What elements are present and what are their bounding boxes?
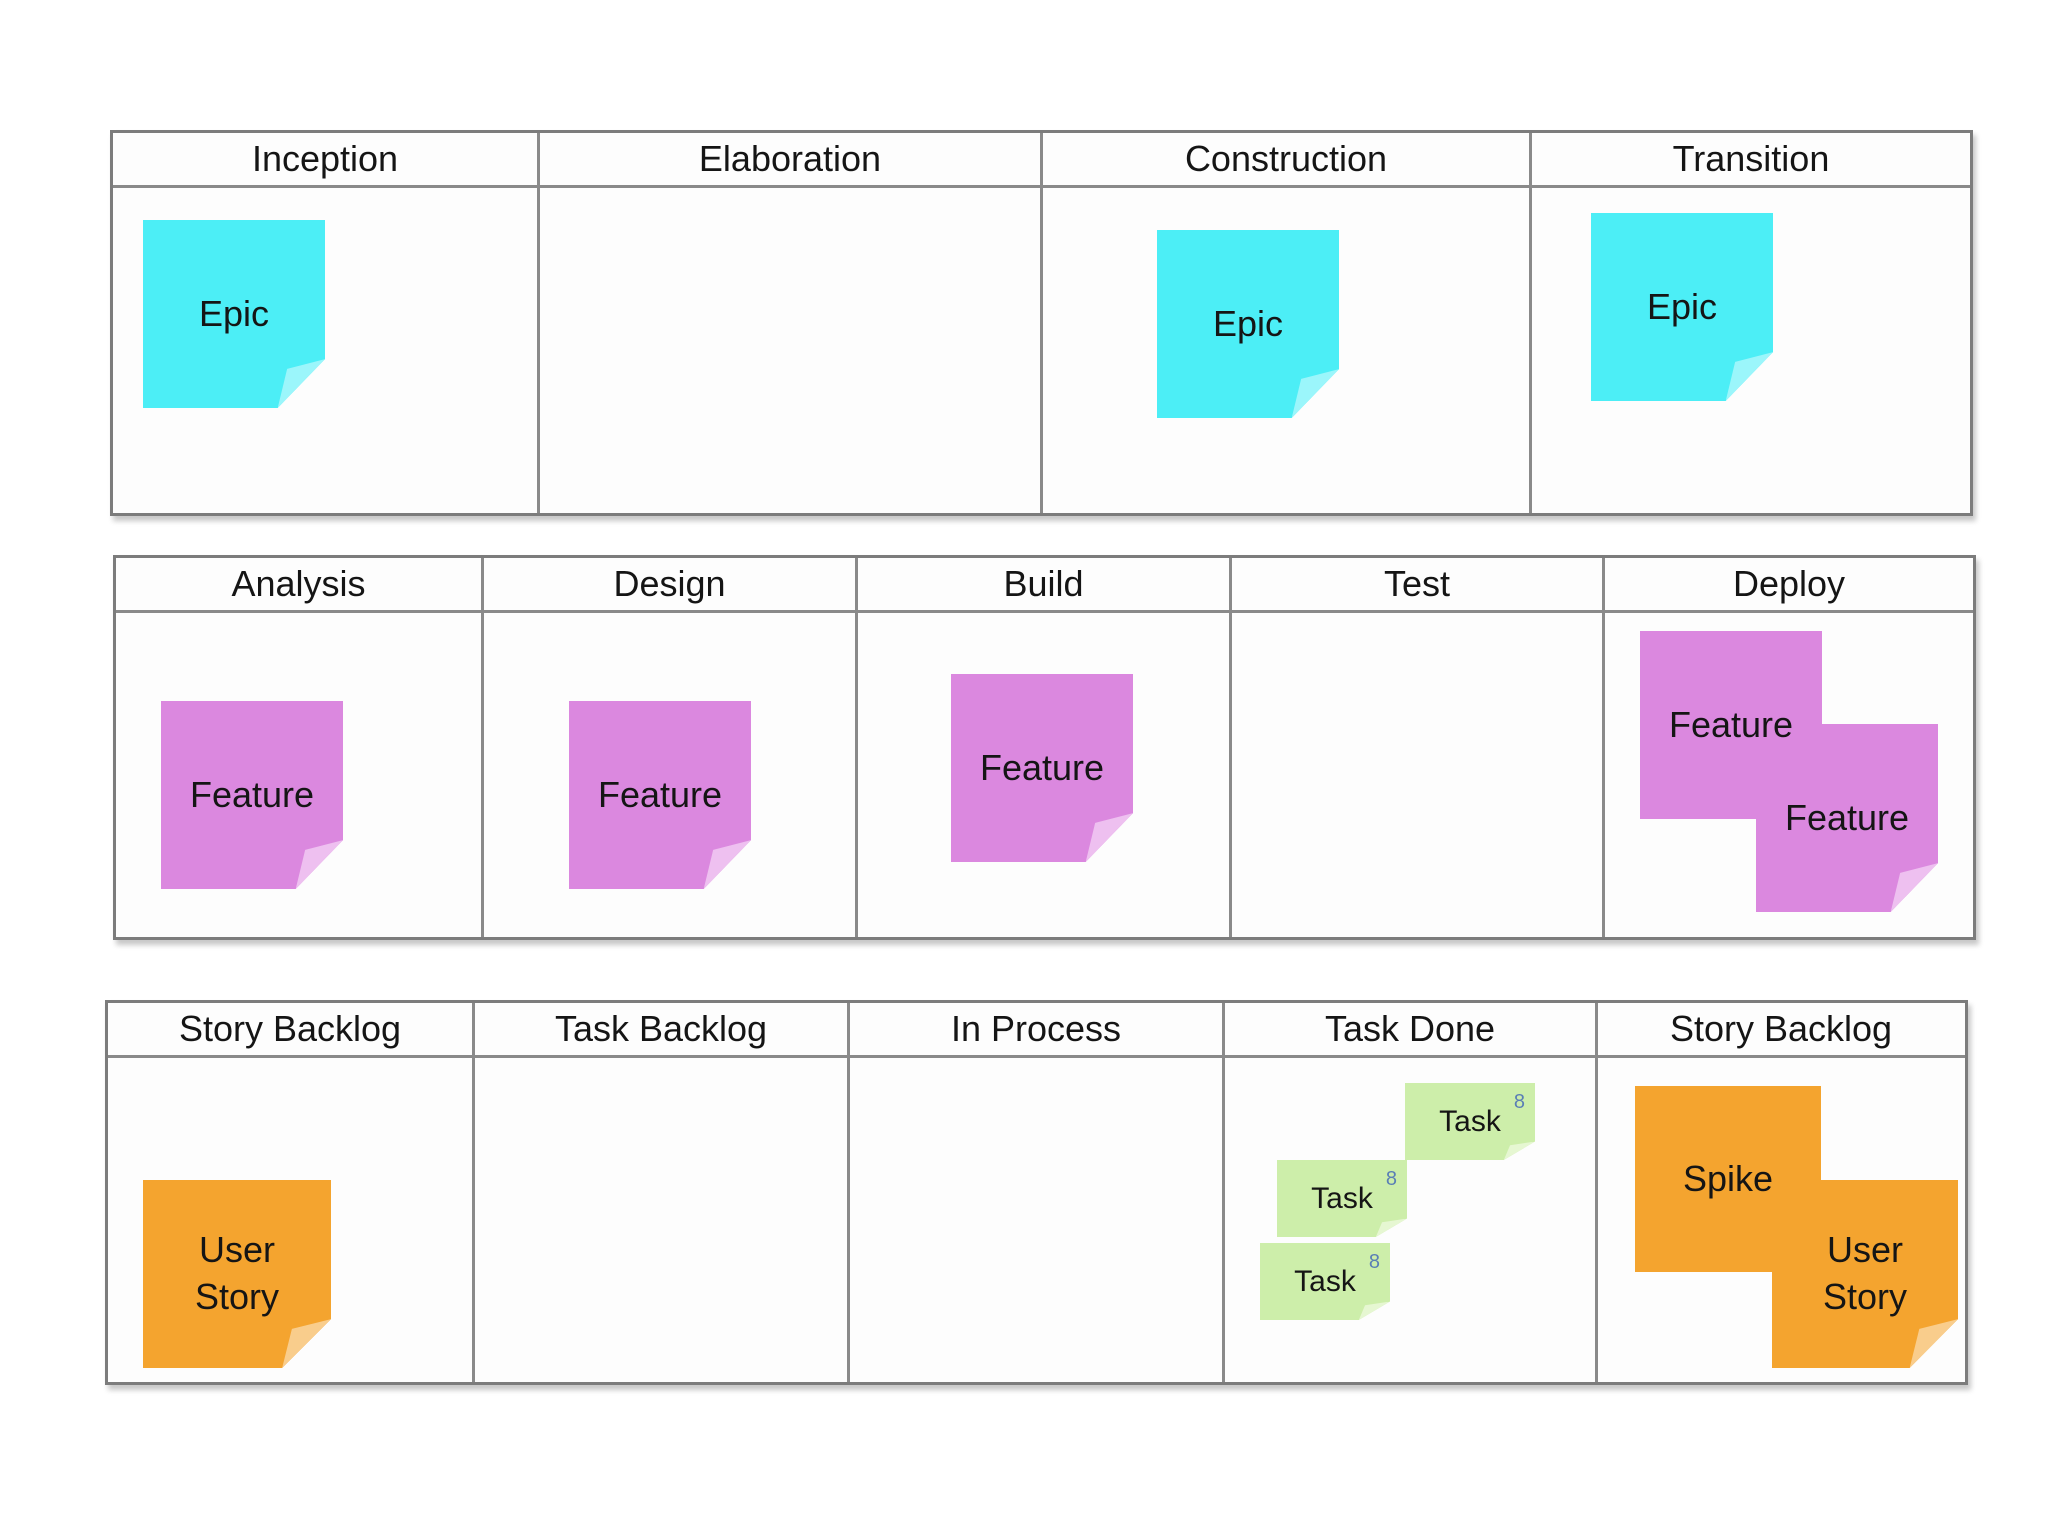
column-title-inception: Inception — [251, 138, 399, 179]
column-divider — [1602, 558, 1605, 937]
page-curl-icon — [1375, 1218, 1407, 1237]
note-label: Feature — [597, 773, 723, 815]
feature-sticky-note[interactable]: Feature — [161, 701, 343, 889]
note-label: Feature — [1668, 703, 1794, 745]
column-divider — [1229, 558, 1232, 937]
column-title-transition: Transition — [1672, 138, 1830, 179]
page-curl-icon — [1291, 369, 1339, 418]
note-label: Epic — [198, 292, 270, 334]
user-story-sticky-note[interactable]: User Story — [143, 1180, 331, 1368]
column-divider — [472, 1003, 475, 1382]
column-divider — [1529, 133, 1532, 513]
column-divider — [1595, 1003, 1598, 1382]
column-divider — [537, 133, 540, 513]
task-estimate: 8 — [1385, 1168, 1397, 1190]
column-title-elaboration: Elaboration — [698, 138, 882, 179]
column-divider — [481, 558, 484, 937]
column-divider — [855, 558, 858, 937]
note-label: Feature — [1784, 796, 1910, 838]
note-label: Task — [1439, 1105, 1501, 1138]
task-sticky-note[interactable]: Task 8 — [1405, 1083, 1535, 1160]
story-board: Story Backlog Task Backlog In Process Ta… — [105, 1000, 1968, 1385]
column-title-task-backlog: Task Backlog — [554, 1008, 768, 1049]
column-title-build: Build — [1003, 563, 1084, 604]
column-title-task-done: Task Done — [1324, 1008, 1496, 1049]
column-divider — [1222, 1003, 1225, 1382]
feature-header-row — [116, 558, 1973, 613]
page-curl-icon — [282, 1319, 331, 1368]
column-divider — [847, 1003, 850, 1382]
feature-sticky-note[interactable]: Feature — [951, 674, 1133, 862]
page-curl-icon — [1890, 863, 1938, 912]
column-title-construction: Construction — [1184, 138, 1388, 179]
note-label: Task — [1311, 1182, 1373, 1215]
column-title-analysis: Analysis — [231, 563, 366, 604]
note-label: Task — [1294, 1265, 1356, 1298]
note-label: Epic — [1212, 302, 1284, 344]
note-label: Feature — [189, 773, 315, 815]
task-sticky-note[interactable]: Task 8 — [1260, 1243, 1390, 1320]
task-estimate: 8 — [1368, 1251, 1380, 1273]
note-label: Feature — [979, 746, 1105, 788]
note-label: User Story — [194, 1229, 280, 1317]
user-story-sticky-note[interactable]: User Story — [1772, 1180, 1958, 1368]
column-title-test: Test — [1383, 563, 1451, 604]
page-curl-icon — [1503, 1141, 1535, 1160]
column-divider — [1040, 133, 1043, 513]
page-curl-icon — [1725, 352, 1773, 401]
page-curl-icon — [1909, 1319, 1958, 1368]
story-header-row — [108, 1003, 1965, 1058]
epic-sticky-note[interactable]: Epic — [143, 220, 325, 408]
page-curl-icon — [1085, 813, 1133, 862]
note-label: Epic — [1646, 285, 1718, 327]
page-curl-icon — [277, 359, 325, 408]
page-curl-icon — [703, 840, 751, 889]
column-title-design: Design — [613, 563, 726, 604]
epic-sticky-note[interactable]: Epic — [1591, 213, 1773, 401]
column-title-deploy: Deploy — [1732, 563, 1846, 604]
task-sticky-note[interactable]: Task 8 — [1277, 1160, 1407, 1237]
page-curl-icon — [295, 840, 343, 889]
feature-board: Analysis Design Build Test Deploy Featur… — [113, 555, 1976, 940]
note-label: Spike — [1682, 1157, 1774, 1199]
feature-sticky-note[interactable]: Feature — [569, 701, 751, 889]
feature-sticky-note[interactable]: Feature — [1756, 724, 1938, 912]
column-title-story-backlog-2: Story Backlog — [1669, 1008, 1893, 1049]
task-estimate: 8 — [1513, 1091, 1525, 1113]
phase-board: Inception Elaboration Construction Trans… — [110, 130, 1973, 516]
epic-sticky-note[interactable]: Epic — [1157, 230, 1339, 418]
column-title-in-process: In Process — [950, 1008, 1122, 1049]
page-curl-icon — [1358, 1301, 1390, 1320]
note-label: User Story — [1822, 1229, 1908, 1317]
feature-sticky-note[interactable]: Feature — [1640, 631, 1822, 819]
column-title-story-backlog: Story Backlog — [178, 1008, 402, 1049]
